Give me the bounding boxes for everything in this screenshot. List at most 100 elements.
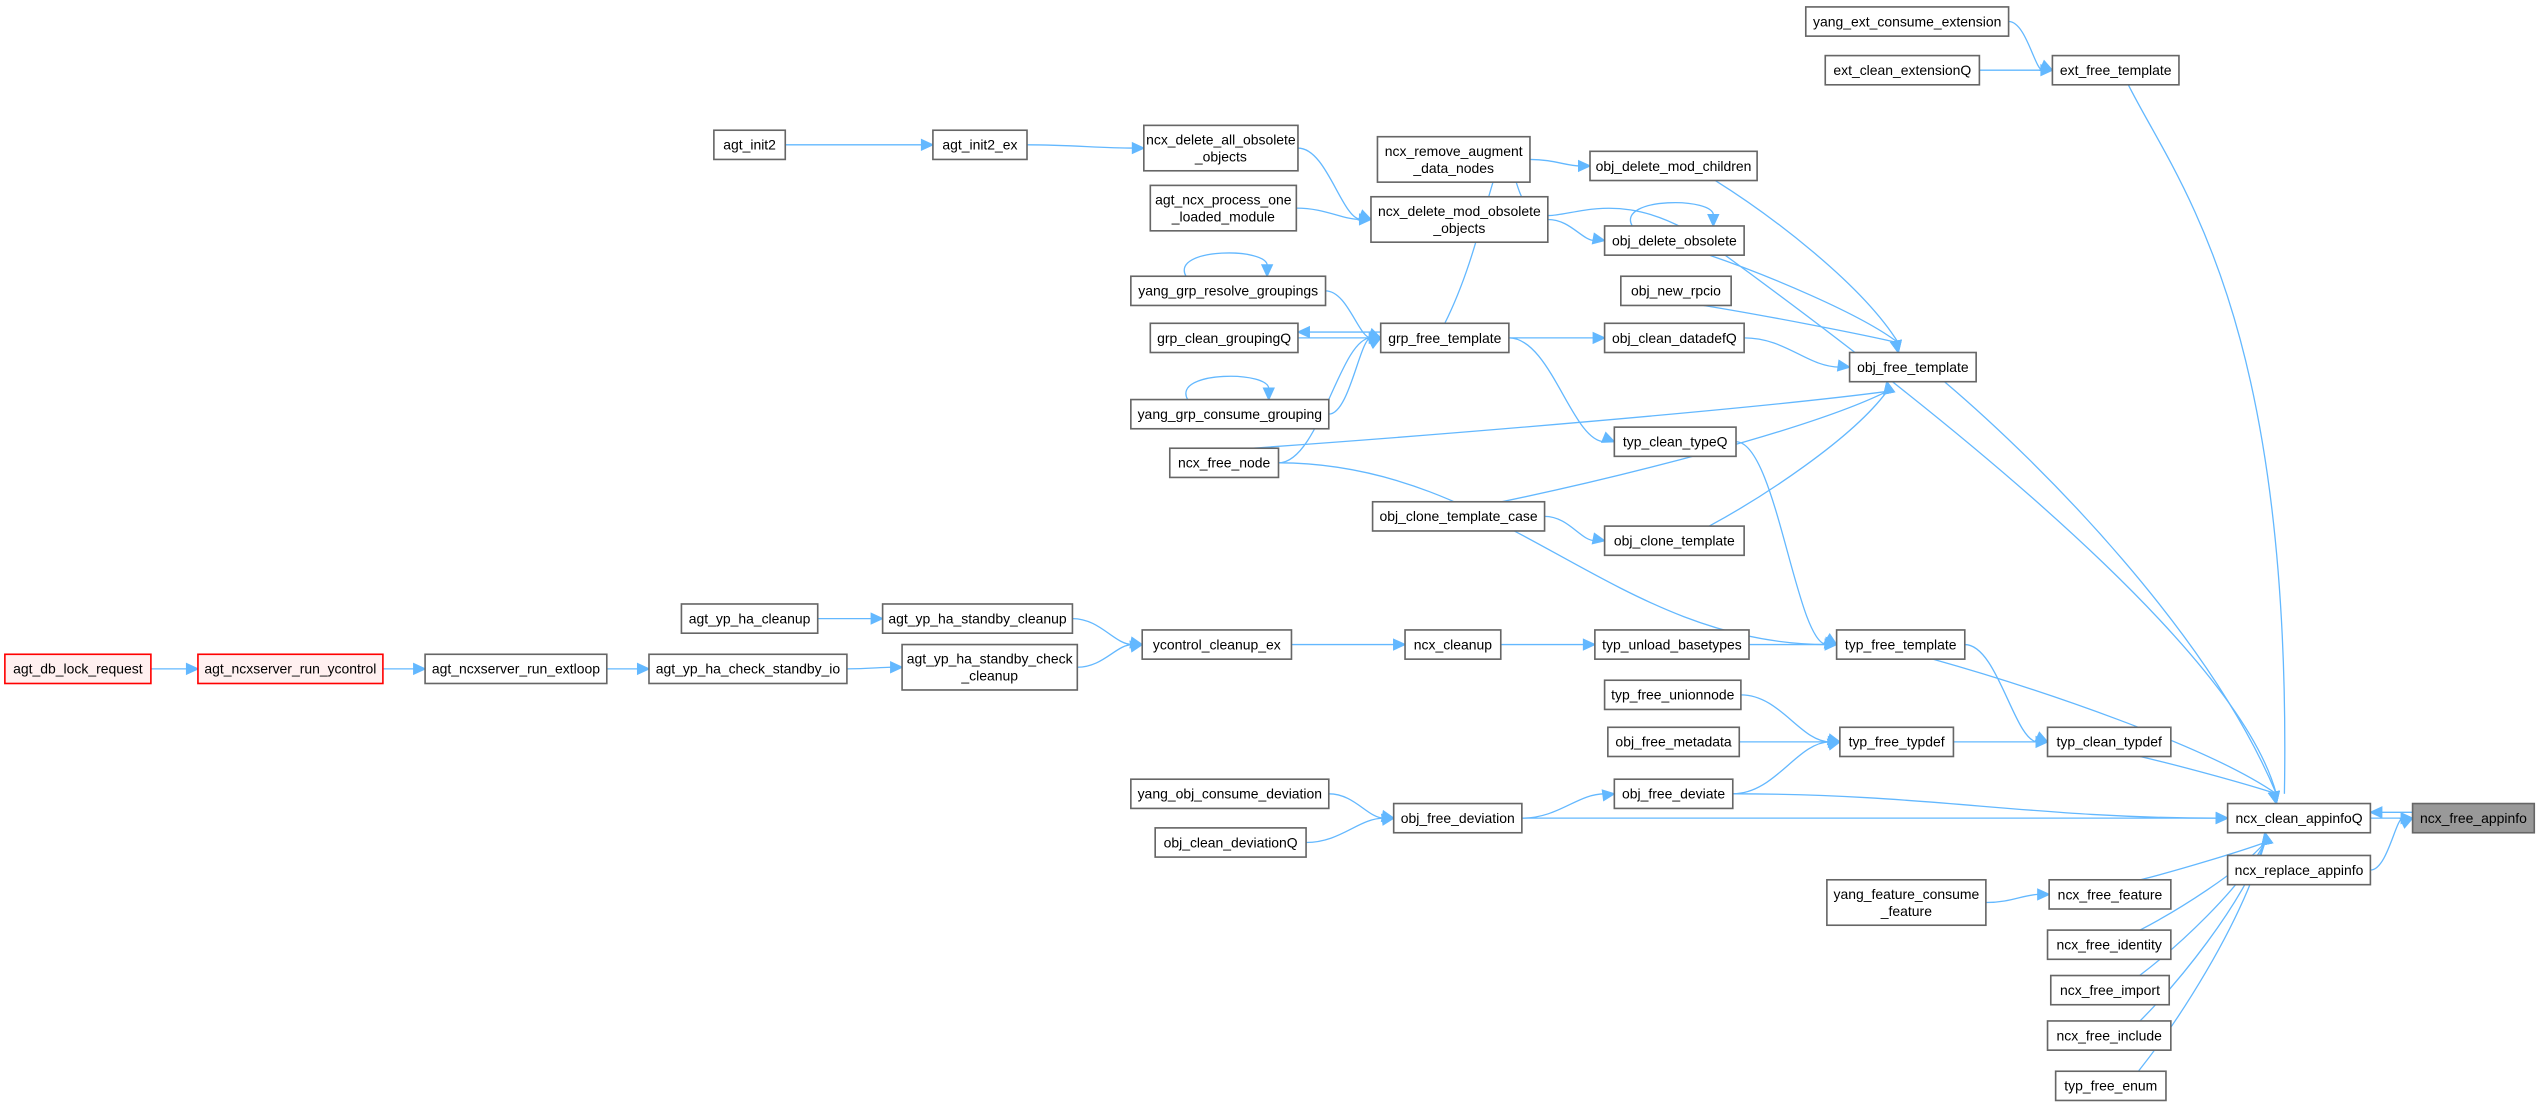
edge-agt_ncx_process_one_loaded_module-to-ncx_delete_mod_obsolete_objects bbox=[1296, 207, 1373, 226]
arrowhead-icon bbox=[2261, 831, 2274, 846]
node-obj_free_deviation[interactable]: obj_free_deviation bbox=[1392, 802, 1523, 834]
edge-ncx_remove_augment_data_nodes-to-obj_delete_mod_children bbox=[1529, 158, 1592, 173]
node-box bbox=[1603, 679, 1742, 711]
node-box bbox=[1804, 6, 2010, 37]
node-ncx_free_include[interactable]: ncx_free_include bbox=[2046, 1020, 2172, 1051]
node-ncx_free_import[interactable]: ncx_free_import bbox=[2049, 974, 2171, 1006]
node-ncx_replace_appinfo[interactable]: ncx_replace_appinfo bbox=[2226, 854, 2372, 886]
node-obj_free_deviate[interactable]: obj_free_deviate bbox=[1613, 778, 1734, 810]
arrowhead-icon bbox=[1260, 264, 1274, 278]
node-agt_init2[interactable]: agt_init2 bbox=[713, 129, 787, 161]
node-yang_obj_consume_deviation[interactable]: yang_obj_consume_deviation bbox=[1130, 778, 1330, 810]
node-label: _feature bbox=[1880, 903, 1932, 919]
node-agt_ncx_process_one_loaded_module[interactable]: agt_ncx_process_one_loaded_module bbox=[1149, 184, 1298, 232]
edge-ncx_delete_mod_obsolete_objects-to-obj_delete_obsolete bbox=[1547, 218, 1607, 245]
node-grp_free_template[interactable]: grp_free_template bbox=[1379, 322, 1510, 354]
edge-grp_free_template-to-typ_clean_typeQ bbox=[1508, 337, 1616, 443]
edge-path bbox=[1521, 793, 1605, 819]
node-label: obj_clean_datadefQ bbox=[1612, 330, 1737, 346]
arrowhead-icon bbox=[870, 612, 885, 625]
node-typ_free_unionnode[interactable]: typ_free_unionnode bbox=[1603, 679, 1742, 711]
node-agt_yp_ha_standby_check_cleanup[interactable]: agt_yp_ha_standby_check_cleanup bbox=[901, 643, 1079, 691]
arrowhead-icon bbox=[920, 138, 935, 152]
node-obj_free_template[interactable]: obj_free_template bbox=[1848, 351, 1977, 383]
edge-agt_yp_ha_standby_check_cleanup-to-ycontrol_cleanup_ex bbox=[1077, 640, 1144, 668]
node-label: obj_free_deviation bbox=[1401, 810, 1515, 826]
node-box bbox=[1835, 629, 1966, 660]
node-obj_clone_template[interactable]: obj_clone_template bbox=[1603, 525, 1745, 557]
node-label: grp_free_template bbox=[1388, 330, 1501, 346]
edge-path bbox=[1708, 391, 1888, 527]
node-ncx_remove_augment_data_nodes[interactable]: ncx_remove_augment_data_nodes bbox=[1376, 135, 1531, 183]
node-agt_yp_ha_standby_cleanup[interactable]: agt_yp_ha_standby_cleanup bbox=[881, 603, 1074, 634]
edge-typ_clean_typdef-to-ncx_clean_appinfoQ bbox=[2139, 755, 2280, 806]
arrowhead-icon bbox=[413, 662, 427, 676]
node-agt_ncxserver_run_extloop[interactable]: agt_ncxserver_run_extloop bbox=[424, 653, 608, 685]
node-typ_free_typdef[interactable]: typ_free_typdef bbox=[1839, 726, 1955, 758]
node-typ_clean_typeQ[interactable]: typ_clean_typeQ bbox=[1613, 426, 1737, 458]
node-obj_clean_datadefQ[interactable]: obj_clean_datadefQ bbox=[1603, 322, 1745, 354]
node-obj_delete_mod_children[interactable]: obj_delete_mod_children bbox=[1589, 150, 1758, 182]
node-ncx_delete_all_obsolete_objects[interactable]: ncx_delete_all_obsolete_objects bbox=[1143, 124, 1299, 172]
edge-obj_free_deviate-to-typ_free_typdef bbox=[1732, 738, 1842, 795]
edge-yang_feature_consume_feature-to-ncx_free_feature bbox=[1985, 888, 2051, 904]
node-label: agt_db_lock_request bbox=[13, 661, 143, 677]
node-grp_clean_groupingQ[interactable]: grp_clean_groupingQ bbox=[1149, 322, 1299, 354]
node-typ_clean_typdef[interactable]: typ_clean_typdef bbox=[2046, 726, 2172, 758]
edge-path bbox=[1296, 207, 1362, 221]
node-typ_free_enum[interactable]: typ_free_enum bbox=[2054, 1070, 2167, 1102]
node-label: agt_init2_ex bbox=[942, 137, 1017, 153]
node-yang_grp_consume_grouping[interactable]: yang_grp_consume_grouping bbox=[1130, 398, 1330, 430]
node-ycontrol_cleanup_ex[interactable]: ycontrol_cleanup_ex bbox=[1141, 629, 1293, 660]
arrowhead-icon bbox=[1582, 638, 1597, 651]
node-yang_feature_consume_feature[interactable]: yang_feature_consume_feature bbox=[1826, 878, 1987, 927]
edge-path bbox=[1328, 793, 1385, 819]
edge-ycontrol_cleanup_ex-to-ncx_cleanup bbox=[1291, 638, 1407, 651]
node-label: ncx_clean_appinfoQ bbox=[2235, 810, 2362, 826]
node-obj_clean_deviationQ[interactable]: obj_clean_deviationQ bbox=[1154, 827, 1307, 858]
edge-obj_free_deviate-to-ncx_clean_appinfoQ bbox=[1732, 793, 2230, 825]
node-box bbox=[1130, 778, 1330, 810]
node-box bbox=[1392, 802, 1523, 834]
node-label: typ_free_unionnode bbox=[1611, 687, 1734, 703]
node-obj_new_rpcio[interactable]: obj_new_rpcio bbox=[1620, 275, 1732, 307]
node-agt_db_lock_request[interactable]: agt_db_lock_request bbox=[4, 653, 152, 685]
node-box bbox=[713, 129, 787, 161]
node-ncx_free_feature[interactable]: ncx_free_feature bbox=[2048, 878, 2172, 910]
arrowhead-icon bbox=[1358, 213, 1373, 226]
arrowhead-icon bbox=[1262, 387, 1275, 402]
node-typ_free_template[interactable]: typ_free_template bbox=[1835, 629, 1966, 660]
node-ext_clean_extensionQ[interactable]: ext_clean_extensionQ bbox=[1824, 54, 1981, 86]
node-ext_free_template[interactable]: ext_free_template bbox=[2051, 54, 2180, 86]
edge-path bbox=[846, 666, 893, 670]
node-typ_unload_basetypes[interactable]: typ_unload_basetypes bbox=[1594, 629, 1750, 660]
node-yang_ext_consume_extension[interactable]: yang_ext_consume_extension bbox=[1804, 6, 2010, 37]
node-agt_yp_ha_cleanup[interactable]: agt_yp_ha_cleanup bbox=[680, 603, 819, 634]
node-obj_clone_template_case[interactable]: obj_clone_template_case bbox=[1371, 500, 1546, 532]
node-label: ncx_free_import bbox=[2060, 982, 2160, 998]
node-ncx_cleanup[interactable]: ncx_cleanup bbox=[1404, 629, 1502, 660]
node-ncx_clean_appinfoQ[interactable]: ncx_clean_appinfoQ bbox=[2226, 802, 2372, 834]
edge-obj_clone_template_case-to-obj_clone_template bbox=[1544, 515, 1607, 545]
node-label: ycontrol_cleanup_ex bbox=[1153, 636, 1281, 652]
node-box bbox=[197, 653, 384, 685]
node-box bbox=[2051, 54, 2180, 86]
node-box bbox=[1826, 878, 1987, 927]
node-box bbox=[2049, 974, 2171, 1006]
edge-yang_grp_resolve_groupings-to-yang_grp_resolve_groupings bbox=[1183, 252, 1274, 278]
edge-path bbox=[2139, 842, 2266, 931]
node-ncx_free_identity[interactable]: ncx_free_identity bbox=[2046, 929, 2172, 961]
node-agt_yp_ha_check_standby_io[interactable]: agt_yp_ha_check_standby_io bbox=[648, 653, 848, 685]
node-label: obj_new_rpcio bbox=[1631, 283, 1721, 299]
node-box bbox=[1603, 322, 1745, 354]
node-yang_grp_resolve_groupings[interactable]: yang_grp_resolve_groupings bbox=[1130, 275, 1327, 307]
node-ncx_free_node[interactable]: ncx_free_node bbox=[1168, 447, 1280, 479]
node-label: ncx_remove_augment bbox=[1385, 143, 1523, 159]
node-label: grp_clean_groupingQ bbox=[1157, 330, 1291, 346]
node-obj_delete_obsolete[interactable]: obj_delete_obsolete bbox=[1603, 225, 1745, 256]
node-obj_free_metadata[interactable]: obj_free_metadata bbox=[1607, 726, 1741, 758]
node-ncx_delete_mod_obsolete_objects[interactable]: ncx_delete_mod_obsolete_objects bbox=[1370, 195, 1549, 243]
node-box bbox=[2048, 878, 2172, 910]
node-agt_ncxserver_run_ycontrol[interactable]: agt_ncxserver_run_ycontrol bbox=[197, 653, 384, 685]
node-agt_init2_ex[interactable]: agt_init2_ex bbox=[932, 129, 1028, 161]
